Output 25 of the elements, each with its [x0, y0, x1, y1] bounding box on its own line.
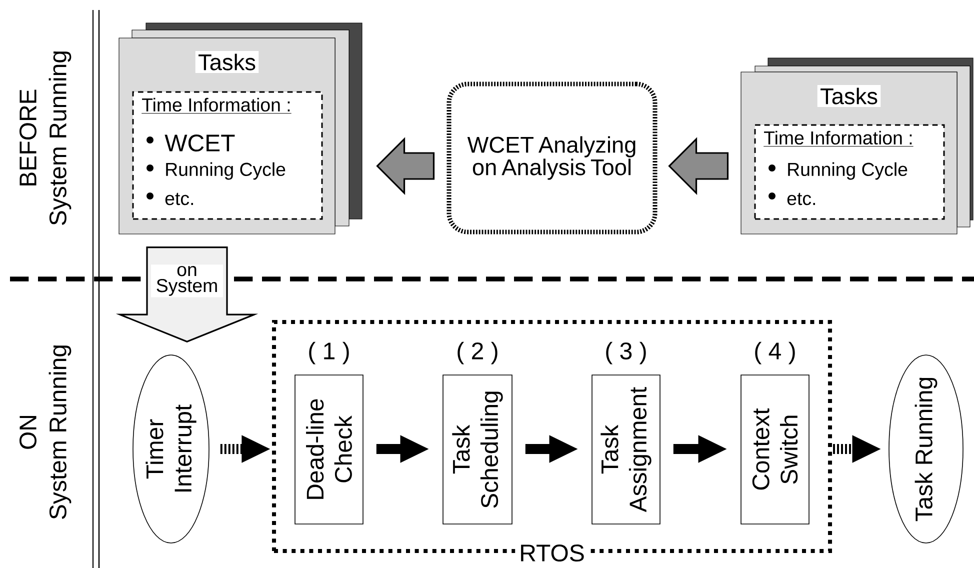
tool-box: WCET Analyzing on Analysis Tool — [446, 82, 658, 234]
step-number: ( 2 ) — [458, 342, 498, 364]
block-arrow — [376, 137, 435, 195]
list-item: etc. — [787, 192, 815, 206]
info-heading: Time Information : — [763, 130, 914, 147]
section-label: ON — [20, 416, 36, 449]
list-item: WCET — [164, 134, 235, 152]
process-box: Dead-line Check — [294, 374, 364, 524]
card-title: Tasks — [195, 51, 259, 73]
block-arrow — [668, 137, 729, 195]
section-label: BEFORE — [20, 90, 36, 186]
list-item: Running Cycle — [166, 162, 286, 180]
process-box: Task Scheduling — [442, 374, 512, 524]
process-box: Context Switch — [740, 374, 810, 524]
step-number: ( 4 ) — [755, 342, 795, 364]
section-label: System Running — [48, 52, 72, 225]
card-title: Tasks — [817, 85, 881, 107]
list-item: etc. — [165, 192, 193, 206]
process-box: Task Assignment — [592, 374, 660, 524]
info-heading: Time Information : — [141, 98, 292, 114]
list-item: Running Cycle — [788, 162, 908, 180]
step-number: ( 3 ) — [606, 342, 646, 364]
step-number: ( 1 ) — [309, 342, 349, 364]
edge-label: on System — [151, 264, 223, 298]
section-label: System Running — [48, 346, 72, 519]
